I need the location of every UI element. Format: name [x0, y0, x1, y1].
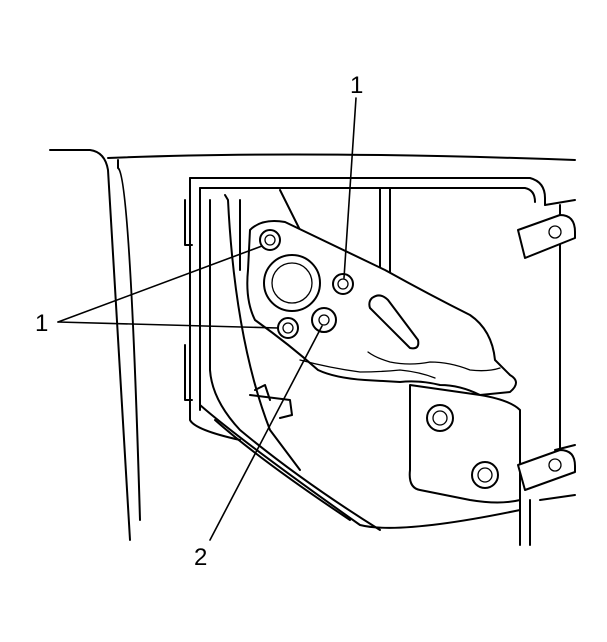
leader-lines: [57, 97, 357, 541]
callout-top-label: 1: [350, 72, 363, 99]
callout-left-label: 1: [35, 310, 48, 337]
leader-left-upper: [57, 245, 263, 323]
leader-top: [343, 97, 357, 279]
leader-left-lower: [57, 321, 279, 329]
door-hinge-tabs: [517, 214, 576, 491]
door-frame: [49, 149, 576, 546]
leader-bottom: [209, 325, 323, 541]
lower-mount-plate: [408, 384, 521, 504]
hinge-bracket: [246, 220, 517, 396]
callout-bottom-label: 2: [194, 544, 207, 571]
